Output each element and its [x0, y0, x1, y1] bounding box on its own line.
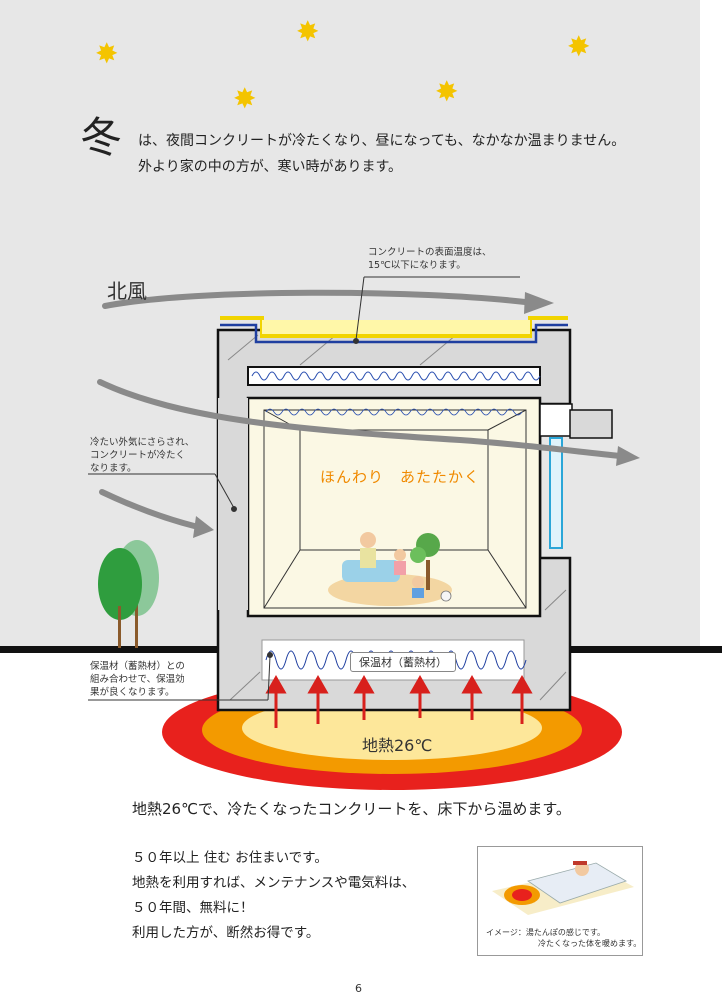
- room-perspective: [263, 409, 527, 609]
- roof-layer-yellow: [220, 316, 568, 338]
- page-number: 6: [355, 982, 362, 995]
- room-warm-text: ほんわり あたたかく: [320, 468, 481, 486]
- body-text: ５０年以上 住む お住まいです。 地熱を利用すれば、メンテナンスや電気料は、 ５…: [132, 846, 415, 946]
- wind-arrowheads: [193, 292, 640, 538]
- body-line: 利用した方が、断然お得です。: [132, 925, 320, 941]
- north-wind-label: 北風: [107, 279, 147, 303]
- body-line: ５０年間、無料に！: [132, 900, 254, 916]
- star-icon: ✸: [233, 82, 257, 115]
- star-icon: ✸: [567, 30, 591, 63]
- surface-temperature-note: コンクリートの表面温度は、 15℃以下になります。: [368, 247, 492, 271]
- star-icon: ✸: [296, 15, 320, 48]
- heat-arrows: [265, 674, 533, 728]
- roof-insulation: [262, 320, 530, 334]
- caption-line-1: イメージ：湯たんぽの感じです。: [486, 928, 606, 937]
- caption-line-2: 冷たくなった体を暖めます。: [538, 939, 642, 948]
- body-line: 地熱を利用すれば、メンテナンスや電気料は、: [132, 875, 416, 891]
- star-icon: ✸: [435, 75, 459, 108]
- intro-line-1: は、夜間コンクリートが冷たくなり、昼になっても、なかなか温まりません。: [138, 133, 626, 149]
- house-cross-section-diagram: [0, 276, 722, 790]
- insulation-label: 保温材（蓄熱材）: [350, 652, 456, 672]
- tree-icon: [98, 540, 159, 648]
- hot-water-bottle-illustration: [492, 861, 634, 915]
- star-icon: ✸: [95, 37, 119, 70]
- room-ceiling-coil: [265, 408, 523, 416]
- wall-cold-note: 冷たい外気にさらされ、 コンクリートが冷たく なります。: [90, 437, 195, 474]
- main-statement: 地熱26℃で、冷たくなったコンクリートを、床下から温めます。: [132, 800, 571, 818]
- ceiling-insulation-coil: [251, 371, 541, 381]
- winter-heading: 冬: [80, 113, 123, 162]
- image-caption-box: イメージ：湯たんぽの感じです。 冷たくなった体を暖めます。: [477, 846, 643, 956]
- family-illustration: [328, 532, 452, 606]
- eave: [569, 409, 613, 439]
- roof-layer-blue: [220, 323, 568, 344]
- left-wall: [218, 398, 248, 610]
- right-window-opening: [539, 403, 573, 437]
- north-wind-arrows: [97, 289, 623, 530]
- window-glass: [549, 437, 563, 549]
- intro-line-2: 外より家の中の方が、寒い時があります。: [138, 159, 403, 175]
- geothermal-label: 地熱26℃: [362, 736, 433, 755]
- annotation-leaders: [88, 276, 520, 701]
- image-caption: イメージ：湯たんぽの感じです。 冷たくなった体を暖めます。: [486, 927, 641, 949]
- body-line: ５０年以上 住む お住まいです。: [132, 850, 328, 866]
- insulation-effect-note: 保温材（蓄熱材）との 組み合わせで、保温効 果が良くなります。: [90, 661, 185, 698]
